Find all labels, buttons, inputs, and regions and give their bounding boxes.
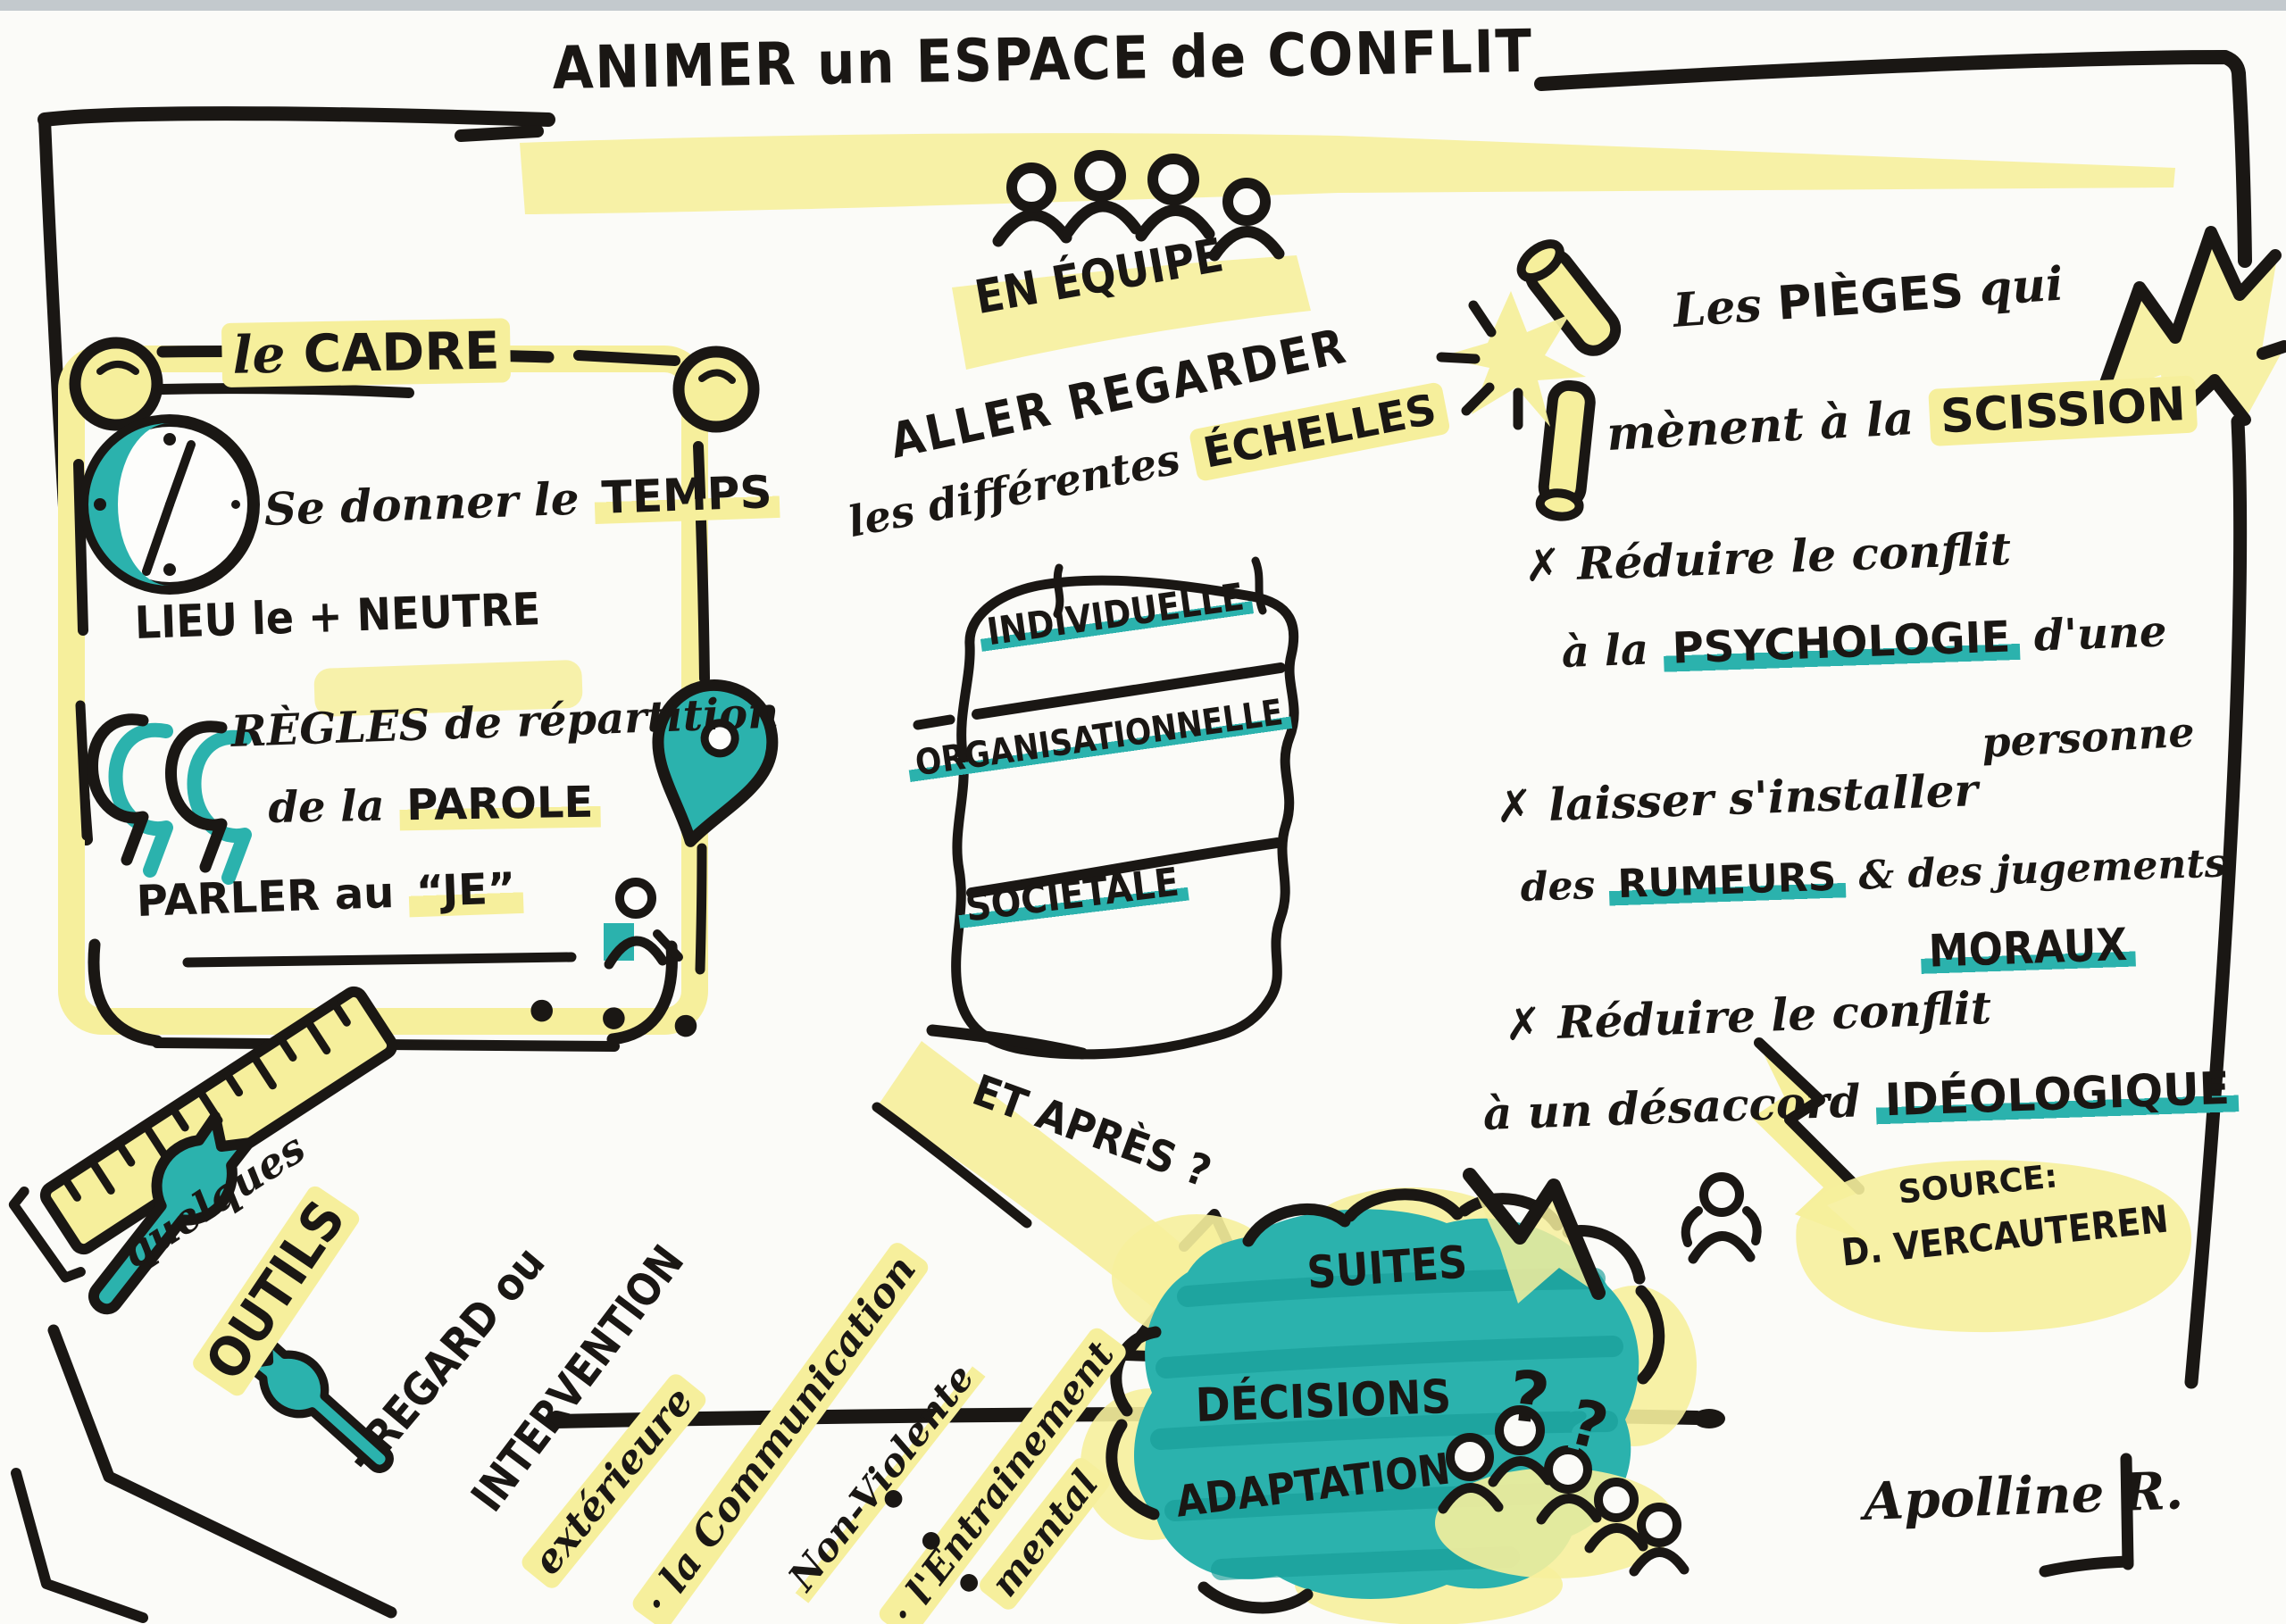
wrench-icon (241, 1335, 394, 1473)
trap-1-marker: ✗ (1523, 537, 1579, 592)
cadre-item-je-keyword: “JE” (407, 862, 524, 918)
page-title: ANIMER un ESPACE de CONFLIT (551, 16, 1534, 103)
cadre-item-rules-line2: de la PAROLE (267, 777, 601, 833)
clock-icon (79, 414, 260, 595)
team-highlight (952, 255, 1311, 370)
scan-edge (0, 0, 2286, 11)
people-icon (992, 150, 1285, 262)
cadre-qualifier: le (231, 323, 305, 386)
trap-1-line3: personne (1980, 707, 2196, 767)
cadre-heading: le CADRE (221, 318, 512, 387)
map-pin-icon (652, 679, 779, 847)
wrench-icon (88, 1111, 254, 1315)
cadre-item-time-keyword: TEMPS (593, 465, 780, 525)
cadre-item-rules-keyword: PAROLE (398, 777, 601, 831)
trap-1-line2-pre: à la (1560, 624, 1664, 678)
cloud-word-decisions: DÉCISIONS (1194, 1370, 1453, 1433)
crowd-icon (1435, 1405, 1689, 1578)
trap-2-line2-pre: des (1519, 862, 1610, 911)
person-icon (604, 878, 683, 970)
question-mark-1: ? (1505, 1356, 1554, 1441)
trap-2-keyword: RUMEURS (1607, 854, 1847, 908)
cadre-heading-word: CADRE (303, 320, 501, 385)
starburst-icon (1439, 291, 1586, 427)
trap-2-marker: ✗ (1494, 779, 1550, 833)
broken-stick-icon (1436, 239, 1622, 521)
traps-heading-pre: Les (1671, 276, 1780, 338)
traps-heading-post: qui (1961, 256, 2065, 319)
cadre-item-rules-pre: de la (267, 780, 400, 833)
cadre-item-je-pre: PARLER au (135, 867, 410, 927)
cloud-word-suites: SUITES (1305, 1236, 1469, 1299)
title-highlight (520, 133, 2175, 214)
source-person-icon (1681, 1160, 2192, 1333)
trap-3-marker: ✗ (1503, 996, 1559, 1051)
speech-quotes-icon (87, 713, 252, 885)
signature: Apolline R. (1862, 1460, 2185, 1532)
trap-1-line2-post: d'une (2018, 606, 2168, 662)
trap-2-line3: MORAUX (1920, 919, 2137, 978)
